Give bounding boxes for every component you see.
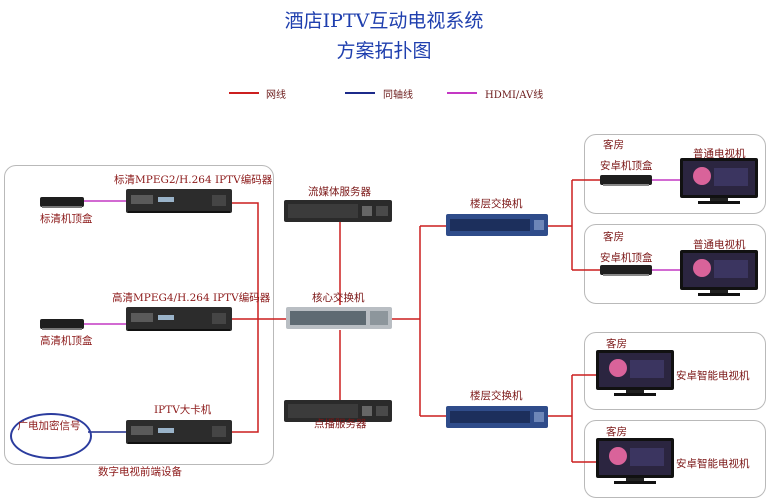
- media-server: [284, 198, 392, 224]
- vod-server-label: 点播服务器: [314, 418, 367, 430]
- stb-sd-label: 标清机顶盒: [40, 213, 93, 225]
- encoder-hd: [126, 304, 232, 334]
- iptv-card-label: IPTV大卡机: [154, 404, 212, 416]
- room-2-label: 客房: [603, 231, 624, 243]
- legend-coax-label: 同轴线: [383, 90, 413, 101]
- diagram-title: 酒店IPTV互动电视系统: [284, 10, 484, 32]
- encrypted-signal-label: 广电加密信号: [17, 420, 81, 432]
- diagram-subtitle: 方案拓扑图: [336, 40, 432, 62]
- floor-switch-top: [446, 212, 548, 238]
- legend-network-label: 网线: [266, 90, 286, 101]
- stb-hd-label: 高清机顶盒: [40, 335, 93, 347]
- room-2-tv-label: 普通电视机: [693, 239, 746, 251]
- legend-hdmi-label: HDMI/AV线: [485, 90, 544, 101]
- room-4-tv: [596, 438, 674, 486]
- floor-switch-bottom-label: 楼层交换机: [470, 390, 523, 402]
- room-3-tv: [596, 350, 674, 398]
- encoder-hd-label: 高清MPEG4/H.264 IPTV编码器: [112, 292, 271, 304]
- stb-hd: [40, 316, 84, 332]
- iptv-card-machine: [126, 417, 232, 447]
- room-1-tv-label: 普通电视机: [693, 148, 746, 160]
- room-4-label: 客房: [606, 426, 627, 438]
- stb-sd: [40, 194, 84, 210]
- room-2-stb: [600, 262, 652, 278]
- legend-coax-line: [345, 92, 375, 94]
- room-1-stb-label: 安卓机顶盒: [600, 160, 653, 172]
- core-switch: [286, 305, 392, 331]
- room-4-tv-label: 安卓智能电视机: [676, 458, 750, 470]
- room-3-tv-label: 安卓智能电视机: [676, 370, 750, 382]
- room-2-tv: [680, 250, 758, 298]
- media-server-label: 流媒体服务器: [308, 186, 371, 198]
- room-1-stb: [600, 172, 652, 188]
- legend-hdmi-line: [447, 92, 477, 94]
- vod-server: [284, 398, 392, 424]
- legend-network-line: [229, 92, 259, 94]
- encoder-sd: [126, 186, 232, 216]
- floor-switch-bottom: [446, 404, 548, 430]
- encrypted-signal-ellipse: [10, 413, 92, 459]
- encoder-sd-label: 标清MPEG2/H.264 IPTV编码器: [114, 174, 273, 186]
- room-3-label: 客房: [606, 338, 627, 350]
- floor-switch-top-label: 楼层交换机: [470, 198, 523, 210]
- room-1-label: 客房: [603, 139, 624, 151]
- room-1-tv: [680, 158, 758, 206]
- room-2-stb-label: 安卓机顶盒: [600, 252, 653, 264]
- frontend-group-label: 数字电视前端设备: [98, 466, 182, 478]
- core-switch-label: 核心交换机: [312, 292, 365, 304]
